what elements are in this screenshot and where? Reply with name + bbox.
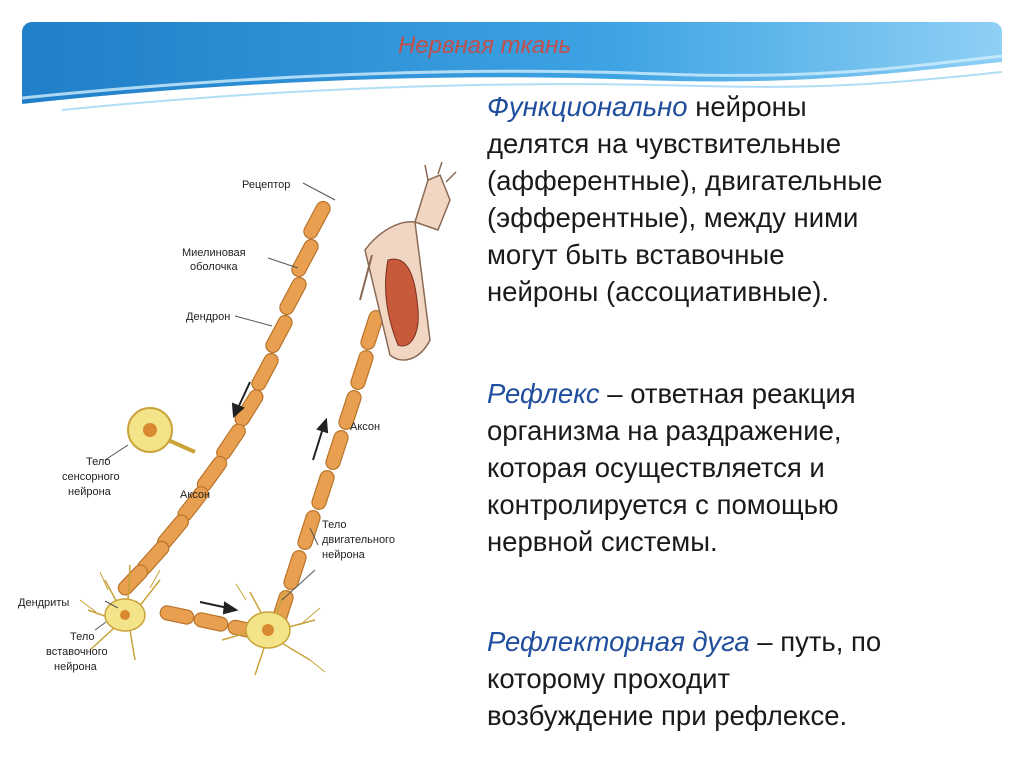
- label-inter-1: Тело: [70, 631, 95, 643]
- term-reflex-arc: Рефлекторная дуга: [487, 626, 750, 657]
- motor-nerve-fiber: [272, 310, 384, 625]
- paragraph-line: могут быть вставочные: [487, 239, 785, 270]
- label-axon-right: Аксон: [350, 421, 380, 433]
- paragraph-reflex-arc-definition: Рефлекторная дуга – путь, по которому пр…: [487, 623, 987, 734]
- label-sensory-2: сенсорного: [62, 471, 120, 483]
- slide-title: Нервная ткань: [398, 32, 572, 59]
- label-myelin-2: оболочка: [190, 261, 238, 273]
- arm-muscle-illustration: [359, 161, 457, 361]
- label-dendron: Дендрон: [186, 311, 230, 323]
- paragraph-line: которая осуществляется и: [487, 452, 825, 483]
- label-leader-lines: [94, 182, 336, 631]
- paragraph-line: Рефлекс – ответная реакция: [487, 375, 987, 412]
- line-text: – путь, по: [749, 626, 882, 657]
- label-sensory-1: Тело: [86, 456, 111, 468]
- line-text: – ответная реакция: [599, 378, 856, 409]
- reflex-arc-diagram: Рецептор Миелиновая оболочка Дендрон Тел…: [18, 161, 457, 676]
- paragraph-line: которому проходит: [487, 663, 731, 694]
- label-sensory-3: нейрона: [68, 486, 112, 498]
- label-myelin-1: Миелиновая: [182, 247, 246, 259]
- paragraph-line: (эфферентные), между ними: [487, 202, 859, 233]
- label-axon-left: Аксон: [180, 489, 210, 501]
- line-text: нейроны: [687, 91, 807, 122]
- paragraph-neuron-types: Функционально нейроны делятся на чувстви…: [487, 88, 987, 310]
- direction-arrows: [199, 381, 329, 615]
- label-motor-2: двигательного: [322, 534, 395, 546]
- label-inter-3: нейрона: [54, 661, 98, 673]
- label-dendrites: Дендриты: [18, 597, 69, 609]
- term-reflex: Рефлекс: [487, 378, 600, 409]
- paragraph-line: Рефлекторная дуга – путь, по: [487, 623, 987, 660]
- motor-neuron-body: [221, 583, 326, 676]
- paragraph-line: Функционально нейроны: [487, 88, 987, 125]
- label-inter-2: вставочного: [46, 646, 108, 658]
- paragraph-line: контролируется с помощью: [487, 489, 839, 520]
- paragraph-line: нервной системы.: [487, 526, 718, 557]
- paragraph-line: нейроны (ассоциативные).: [487, 276, 829, 307]
- sensory-nerve-fiber: [117, 200, 331, 596]
- label-receptor: Рецептор: [242, 179, 290, 191]
- paragraph-line: организма на раздражение,: [487, 415, 842, 446]
- paragraph-line: делятся на чувствительные: [487, 128, 842, 159]
- label-motor-1: Тело: [322, 519, 347, 531]
- label-motor-3: нейрона: [322, 549, 366, 561]
- diagram-labels: Рецептор Миелиновая оболочка Дендрон Тел…: [18, 179, 395, 673]
- sensory-neuron-body: [127, 407, 196, 454]
- paragraph-reflex-definition: Рефлекс – ответная реакция организма на …: [487, 375, 987, 560]
- paragraph-line: (афферентные), двигательные: [487, 165, 883, 196]
- term-functionally: Функционально: [487, 91, 688, 122]
- interneuron-body: [79, 564, 161, 661]
- paragraph-line: возбуждение при рефлексе.: [487, 700, 848, 731]
- header-wave-band: [22, 22, 1002, 112]
